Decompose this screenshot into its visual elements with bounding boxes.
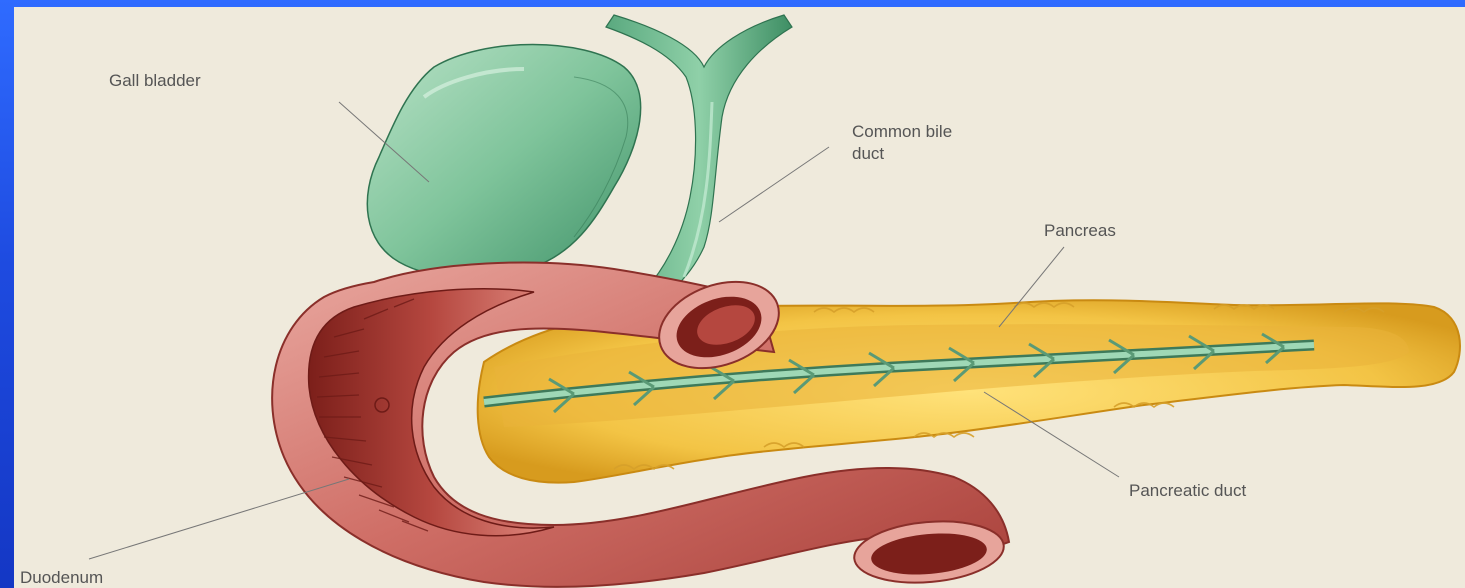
label-pancreas: Pancreas [1044,221,1116,240]
anatomy-illustration: Gall bladder Common bile duct Pancreas P… [14,7,1465,588]
label-common-bile-duct-line1: Common bile [852,122,952,141]
label-duodenum: Duodenum [20,568,103,587]
gall-bladder [367,45,640,278]
label-pancreatic-duct: Pancreatic duct [1129,481,1246,500]
common-bile-duct [606,15,792,292]
label-gall-bladder: Gall bladder [109,71,201,90]
label-common-bile-duct-line2: duct [852,144,884,163]
anatomy-diagram: Gall bladder Common bile duct Pancreas P… [14,7,1465,588]
